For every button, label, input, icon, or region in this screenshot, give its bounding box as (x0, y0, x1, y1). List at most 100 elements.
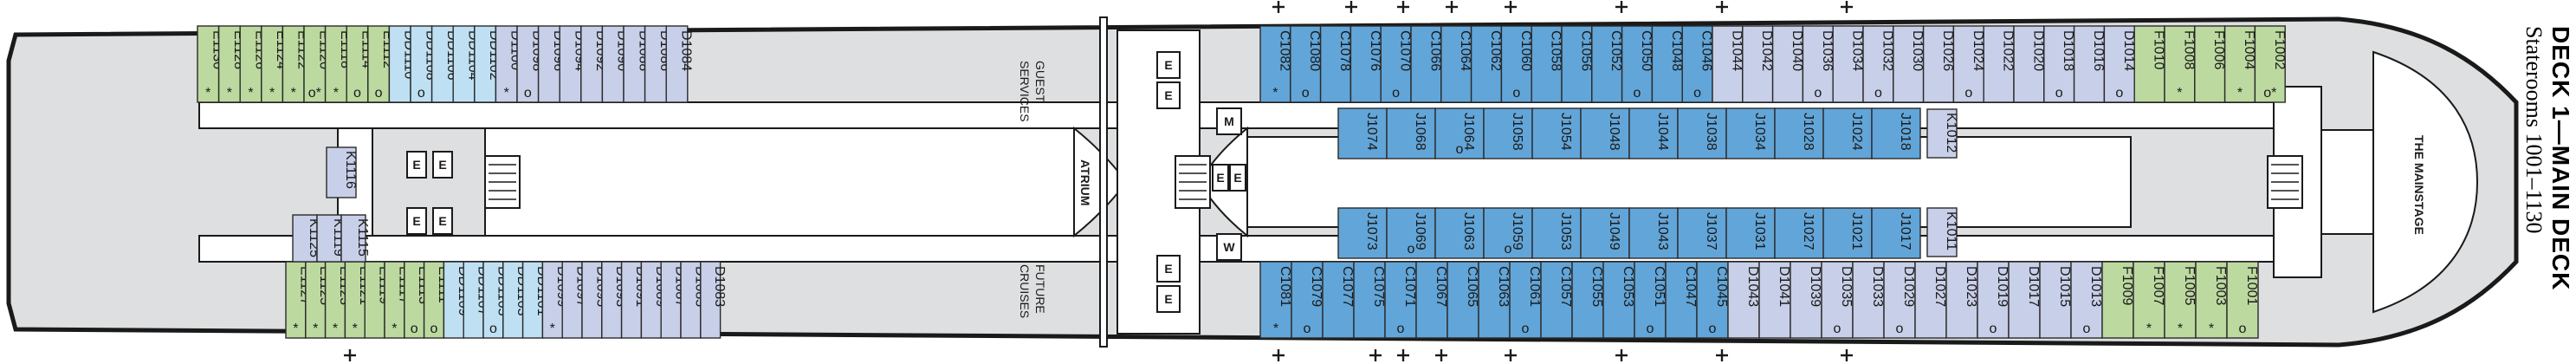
cabin-C1075[interactable]: C1075 (1353, 261, 1386, 339)
cabin-J1049[interactable]: J1049 (1580, 207, 1630, 259)
cabin-C1062[interactable]: C1062 (1470, 25, 1503, 103)
cabin-C1081[interactable]: C1081* (1259, 261, 1292, 339)
cabin-K1116[interactable]: K1116 (326, 146, 358, 198)
cabin-K1012[interactable]: K1012 (1926, 108, 1958, 159)
cabin-D1030[interactable]: D1030 (1893, 25, 1925, 103)
cabin-J1073[interactable]: J1073 (1337, 207, 1388, 259)
cabin-D1026[interactable]: D1026 (1922, 25, 1955, 103)
cabin-D1033[interactable]: D1033 (1852, 261, 1885, 339)
cabin-D1020[interactable]: D1020 (2013, 25, 2045, 103)
cabin-D1039[interactable]: D1039 (1790, 261, 1822, 339)
cabin-C1064[interactable]: C1064 (1440, 25, 1472, 103)
cabin-C1052[interactable]: C1052 (1591, 25, 1623, 103)
cabin-D1016[interactable]: D1016 (2073, 25, 2106, 103)
cabin-C1057[interactable]: C1057 (1540, 261, 1573, 339)
cabin-C1066[interactable]: C1066 (1410, 25, 1442, 103)
cabin-J1043[interactable]: J1043 (1628, 207, 1679, 259)
cabin-D1040[interactable]: D1040 (1771, 25, 1804, 103)
cabin-J1058[interactable]: J1058 (1483, 107, 1533, 159)
cabin-F1003[interactable]: F1003* (2195, 261, 2228, 339)
cabin-E1124[interactable]: E1124* (261, 25, 288, 103)
cabin-F1004[interactable]: F1004* (2223, 25, 2256, 103)
cabin-K1115[interactable]: K1115 (340, 214, 370, 263)
cabin-J1031[interactable]: J1031 (1725, 207, 1776, 259)
cabin-D1015[interactable]: D1015 (2039, 261, 2072, 339)
cabin-D1034[interactable]: D1034 (1832, 25, 1865, 103)
cabin-J1027[interactable]: J1027 (1774, 207, 1824, 259)
cabin-C1067[interactable]: C1067 (1415, 261, 1448, 339)
cabin-D1090[interactable]: D1090 (601, 25, 630, 103)
cabin-D1044[interactable]: D1044 (1712, 25, 1744, 103)
cabin-F1008[interactable]: F1008* (2164, 25, 2196, 103)
cabin-F1005[interactable]: F1005* (2164, 261, 2197, 339)
cabin-F1009[interactable]: F1009 (2101, 261, 2134, 339)
cabin-J1038[interactable]: J1038 (1677, 107, 1727, 159)
cabin-J1054[interactable]: J1054 (1531, 107, 1582, 159)
cabin-D1100[interactable]: D1100* (495, 25, 523, 103)
cabin-J1034[interactable]: J1034 (1725, 107, 1776, 159)
cabin-D1083[interactable]: D1083 (700, 261, 727, 339)
cabin-D1042[interactable]: D1042 (1742, 25, 1774, 103)
cabin-C1047[interactable]: C1047 (1665, 261, 1698, 339)
cabin-D1022[interactable]: D1022 (1983, 25, 2016, 103)
cabin-J1037[interactable]: J1037 (1677, 207, 1727, 259)
cabin-J1048[interactable]: J1048 (1580, 107, 1630, 159)
cabin-D1043[interactable]: D1043 (1727, 261, 1760, 339)
cabin-C1053[interactable]: C1053 (1602, 261, 1635, 339)
cabin-J1068[interactable]: J1068 (1386, 107, 1436, 159)
cabin-C1063[interactable]: C1063 (1478, 261, 1511, 339)
cabin-D1027[interactable]: D1027 (1914, 261, 1947, 339)
cabin-C1065[interactable]: C1065 (1447, 261, 1479, 339)
cabin-C1058[interactable]: C1058 (1531, 25, 1563, 103)
cabin-J1074[interactable]: J1074 (1337, 107, 1388, 159)
cabin-C1077[interactable]: C1077 (1322, 261, 1355, 339)
cabin-J1063[interactable]: J1063 (1434, 207, 1485, 259)
cabin-D1017[interactable]: D1017 (2008, 261, 2041, 339)
cabin-F1007[interactable]: F1007* (2133, 261, 2165, 339)
cabin-F1010[interactable]: F1010 (2133, 25, 2166, 103)
cabin-D1023[interactable]: D1023 (1945, 261, 1978, 339)
cabin-C1076[interactable]: C1076 (1349, 25, 1382, 103)
cabin-J1021[interactable]: J1021 (1822, 207, 1873, 259)
cabin-C1082[interactable]: C1082* (1259, 25, 1291, 103)
cabin-J1044[interactable]: J1044 (1628, 107, 1679, 159)
cabin-C1055[interactable]: C1055 (1571, 261, 1604, 339)
cabin-J1053[interactable]: J1053 (1531, 207, 1582, 259)
cabin-D1084[interactable]: D1084 (665, 25, 694, 103)
cabin-K1011[interactable]: K1011 (1926, 207, 1958, 257)
cabin-J1018[interactable]: J1018 (1871, 107, 1921, 159)
cabin-F1006[interactable]: F1006 (2194, 25, 2226, 103)
cabin-J1017[interactable]: J1017 (1871, 207, 1921, 259)
cabin-J1028[interactable]: J1028 (1774, 107, 1824, 159)
cabin-J1024[interactable]: J1024 (1822, 107, 1873, 159)
cabin-C1078[interactable]: C1078 (1319, 25, 1352, 103)
cabin-C1056[interactable]: C1056 (1561, 25, 1593, 103)
cabin-C1048[interactable]: C1048 (1651, 25, 1684, 103)
cabin-D1041[interactable]: D1041 (1758, 261, 1791, 339)
